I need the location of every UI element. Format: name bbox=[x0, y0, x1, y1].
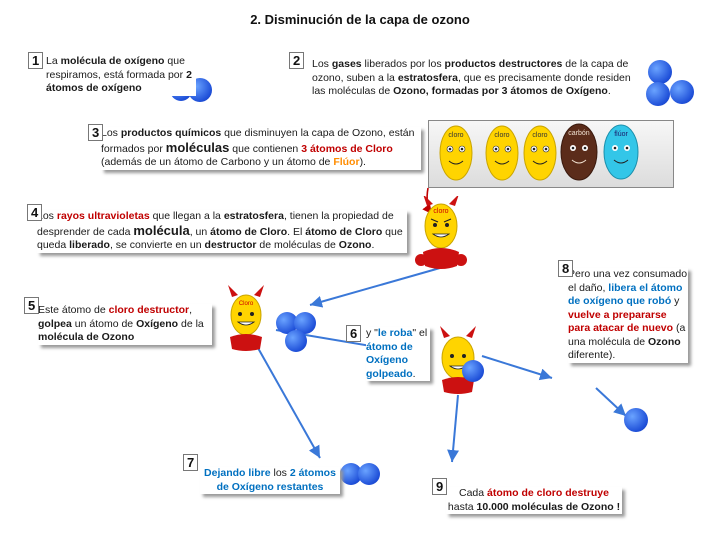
step-5-number: 5 bbox=[24, 297, 40, 314]
step-6-number: 6 bbox=[346, 325, 362, 342]
atom-label: flúor bbox=[614, 131, 628, 138]
atom-label: cloro bbox=[448, 132, 463, 139]
page-title: 2. Disminución de la capa de ozono bbox=[250, 12, 470, 27]
step-5-text: Este átomo de cloro destructor, golpea u… bbox=[38, 304, 212, 345]
chlorine-devil-character: Cloro bbox=[228, 285, 264, 351]
chlorine-atom: cloro bbox=[485, 125, 519, 181]
fluorine-atom: flúor bbox=[603, 124, 639, 180]
step-1-number: 1 bbox=[28, 52, 44, 69]
arrow-6-to-9 bbox=[447, 394, 460, 463]
chlorine-atom: cloro bbox=[439, 125, 473, 181]
oxygen-atom bbox=[340, 463, 362, 485]
oxygen-atom bbox=[285, 330, 307, 352]
oxygen-atom bbox=[646, 82, 670, 106]
arrow-4-to-5 bbox=[309, 267, 441, 308]
oxygen-atom bbox=[358, 463, 380, 485]
atom-label: Cloro bbox=[239, 301, 254, 307]
atom-label: cloro bbox=[433, 208, 448, 215]
oxygen-atom bbox=[294, 312, 316, 334]
step-2-text: Los gases liberados por los productos de… bbox=[312, 58, 642, 99]
oxygen-atom bbox=[276, 312, 298, 334]
chlorine-atom: cloro bbox=[523, 125, 557, 181]
atom-label: cloro bbox=[494, 132, 509, 139]
step-2-number: 2 bbox=[289, 52, 305, 69]
step-6-text: y "le roba" el átomo de Oxígeno golpeado… bbox=[366, 327, 430, 381]
atom-label: cloro bbox=[532, 132, 547, 139]
step-3-number: 3 bbox=[88, 124, 104, 141]
oxygen-atom bbox=[670, 80, 694, 104]
step-9-number: 9 bbox=[432, 478, 448, 495]
arrow-8-to-oxygen bbox=[595, 387, 627, 417]
oxygen-atom bbox=[624, 408, 648, 432]
arrow-5-to-7 bbox=[257, 347, 321, 459]
step-3-text: Los productos químicos que disminuyen la… bbox=[101, 127, 421, 170]
oxygen-atom bbox=[648, 60, 672, 84]
step-8-text: Pero una vez consumado el daño, libera e… bbox=[568, 268, 688, 363]
carbon-atom: carbón bbox=[560, 123, 598, 181]
oxygen-atom bbox=[462, 360, 484, 382]
arrow-6-to-8 bbox=[481, 355, 553, 381]
step-7-text: Dejando libre los 2 átomos de Oxígeno re… bbox=[200, 467, 340, 494]
step-4-text: Los rayos ultravioletas que llegan a la … bbox=[37, 210, 407, 253]
chlorine-devil-character: cloro bbox=[415, 196, 467, 269]
step-4-number: 4 bbox=[27, 204, 43, 221]
step-7-number: 7 bbox=[183, 454, 199, 471]
step-8-number: 8 bbox=[558, 260, 574, 277]
atom-label: carbón bbox=[568, 130, 590, 137]
step-1-text: La molécula de oxígeno que respiramos, e… bbox=[46, 55, 196, 96]
step-9-text: Cada átomo de cloro destruye hasta 10.00… bbox=[446, 487, 622, 514]
